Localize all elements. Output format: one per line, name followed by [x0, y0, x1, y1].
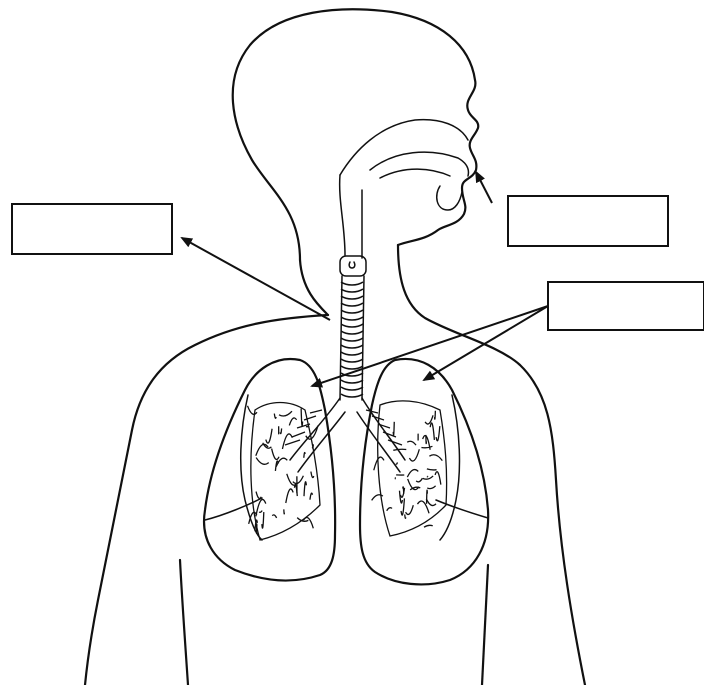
left-lung	[204, 359, 335, 580]
lung-texture-stroke	[427, 490, 428, 504]
lung-texture-stroke	[293, 476, 304, 484]
trachea-ring	[341, 345, 363, 348]
lung-texture-stroke	[274, 414, 276, 419]
body-outline	[85, 9, 585, 685]
lung-texture-stroke	[282, 434, 292, 449]
lung-texture-stroke	[416, 478, 422, 482]
larynx	[340, 256, 366, 276]
lung-texture-stroke	[435, 472, 441, 485]
lung-texture-stroke	[272, 515, 276, 518]
lung-texture-stroke	[406, 505, 414, 514]
lung-texture-stroke	[393, 449, 406, 450]
trachea-ring	[341, 289, 363, 292]
lung-texture-stroke	[427, 476, 428, 477]
arrow-to-right-lung	[424, 306, 548, 380]
lung-texture-stroke	[407, 441, 416, 445]
lung-texture-stroke	[426, 499, 436, 506]
lung-texture-stroke	[256, 458, 269, 465]
lung-texture-stroke	[262, 512, 264, 528]
lung-texture-stroke	[436, 426, 440, 441]
lung-texture-stroke	[284, 509, 285, 513]
lung-texture-stroke	[304, 453, 305, 458]
trachea-ring	[341, 317, 363, 320]
trachea	[340, 276, 364, 400]
trachea-ring	[341, 310, 363, 313]
lung-texture-stroke	[311, 472, 314, 478]
lung-texture-stroke	[435, 411, 436, 419]
arrow-to-left-box	[182, 238, 330, 320]
lung-texture-stroke	[396, 462, 397, 464]
lung-texture-stroke	[421, 446, 432, 448]
lung-texture-stroke	[430, 423, 434, 440]
trachea-ring	[341, 394, 363, 397]
lung-texture-stroke	[256, 444, 268, 455]
lung-texture-stroke	[387, 508, 392, 511]
lung-texture-stroke	[403, 487, 404, 494]
right-lung	[360, 359, 488, 584]
lung-texture-stroke	[279, 411, 292, 416]
label-box-mouth[interactable]	[508, 196, 668, 246]
lung-texture-stroke	[280, 428, 281, 433]
label-box-lungs[interactable]	[548, 282, 704, 330]
lung-texture-stroke	[405, 514, 406, 518]
trachea-ring	[341, 331, 363, 334]
lung-texture-stroke	[286, 489, 293, 503]
lung-texture-stroke	[393, 422, 394, 435]
arrow-to-left-lung	[312, 306, 548, 386]
lung-texture-stroke	[304, 482, 306, 496]
trachea-ring	[341, 296, 363, 299]
lung-texture-stroke	[427, 486, 435, 489]
lung-texture-stroke	[424, 525, 433, 527]
lung-texture-stroke	[409, 449, 419, 461]
trachea-ring	[341, 380, 363, 383]
lung-texture-stroke	[304, 518, 314, 529]
lung-texture-stroke	[417, 501, 429, 513]
lung-texture-stroke	[272, 449, 279, 460]
arrows	[182, 172, 548, 386]
lung-texture-stroke	[259, 511, 262, 513]
lung-texture-stroke	[427, 469, 437, 470]
trachea-ring	[341, 338, 363, 341]
lung-texture-stroke	[256, 492, 261, 499]
lung-texture-stroke	[301, 409, 302, 426]
trachea-ring	[341, 387, 363, 390]
trachea-ring	[341, 303, 363, 306]
lung-texture-stroke	[289, 418, 296, 426]
label-box-left[interactable]	[12, 204, 172, 254]
trachea-ring	[341, 352, 363, 355]
arrow-to-nose	[476, 172, 492, 203]
lung-texture-stroke	[407, 470, 418, 478]
lung-texture-stroke	[310, 493, 313, 500]
trachea-ring	[341, 366, 363, 369]
lung-texture-stroke	[429, 455, 442, 461]
trachea-ring	[341, 359, 363, 362]
trachea-ring	[341, 282, 363, 285]
nasal-cavity	[340, 120, 469, 258]
trachea-ring	[341, 324, 363, 327]
lung-texture-stroke	[266, 429, 272, 443]
